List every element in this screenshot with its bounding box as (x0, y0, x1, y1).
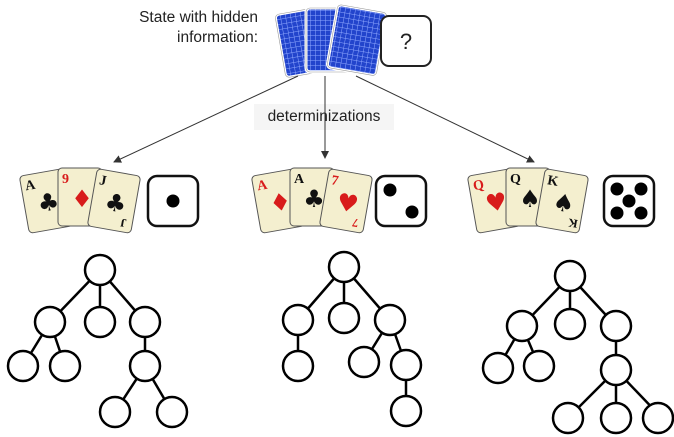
tree-node (481, 351, 515, 385)
hidden-state-label-line2: information: (177, 29, 258, 46)
tree-node (347, 345, 381, 379)
card-rank-bottom: 7 (351, 216, 359, 231)
determinizations-label: determinizations (254, 104, 394, 130)
die-pip (166, 194, 180, 208)
die-pip (622, 194, 636, 208)
card-hand: A♦AA♣A7♥7 (251, 167, 373, 234)
card-rank: 9 (62, 172, 69, 187)
tree-node (389, 394, 423, 428)
card-rank: 7 (330, 173, 339, 189)
tree-node (327, 301, 361, 335)
hidden-cards-icon (273, 3, 389, 79)
die-pip (610, 182, 624, 196)
tree-node (599, 353, 633, 387)
card-suit-icon: ♥ (335, 188, 361, 219)
tree-node (128, 349, 162, 383)
card-suit-icon: ♦ (267, 187, 293, 218)
tree-node (155, 395, 189, 429)
tree-node (281, 349, 315, 383)
card-suit-icon: ♥ (483, 187, 509, 218)
arrow-right (355, 75, 535, 163)
die-pip (383, 183, 397, 197)
die-icon (374, 174, 428, 228)
card-hand: A♣A9♦9J♣J (19, 167, 141, 234)
arrow-left (113, 75, 299, 163)
card-hands: A♣A9♦9J♣JA♦AA♣A7♥7Q♥QQ♠QK♠K (19, 167, 589, 234)
tree-node (641, 401, 674, 435)
playing-card: K♠K (535, 168, 589, 234)
tree-node (599, 401, 633, 435)
card-rank: A (256, 178, 269, 195)
card-rank-bottom: J (119, 216, 127, 231)
hidden-state-label-line1: State with hidden (139, 9, 258, 26)
card-rank: Q (510, 172, 521, 187)
tree-node (98, 395, 132, 429)
card-rank: A (24, 178, 37, 195)
card-hand: Q♥QQ♠QK♠K (467, 167, 589, 234)
tree-node (128, 305, 162, 339)
die-pip (634, 206, 648, 220)
game-tree-right (481, 259, 674, 435)
card-suit-icon: ♣ (35, 187, 61, 218)
tree-node (6, 349, 40, 383)
tree-node (48, 349, 82, 383)
card-suit-icon: ♠ (519, 185, 541, 213)
tree-node (389, 348, 423, 382)
game-tree-middle (281, 250, 423, 428)
card-rank: J (98, 173, 107, 189)
hidden-state-label: State with hidden information: (108, 8, 258, 48)
card-suit-icon: ♦ (71, 185, 93, 213)
card-suit-icon: ♣ (303, 185, 325, 213)
playing-card: J♣J (87, 168, 141, 234)
die-icon (146, 174, 200, 228)
die-pip (405, 205, 419, 219)
tree-node (373, 303, 407, 337)
tree-node (551, 401, 585, 435)
die-icon (602, 174, 656, 228)
tree-node (83, 305, 117, 339)
card-rank: Q (472, 178, 485, 195)
dice (146, 174, 656, 228)
tree-node (83, 253, 117, 287)
card-rank: A (294, 172, 305, 187)
tree-node (281, 303, 315, 337)
die-pip (634, 182, 648, 196)
tree-node (599, 309, 633, 343)
card-rank: K (546, 173, 559, 190)
tree-node (553, 259, 587, 293)
game-tree-left (6, 253, 189, 429)
tree-node (505, 309, 539, 343)
tree-node (33, 305, 67, 339)
determinization-arrows (113, 75, 535, 163)
question-box-icon: ? (380, 15, 432, 67)
die-pip (610, 206, 624, 220)
card-suit-icon: ♣ (103, 188, 129, 219)
card-suit-icon: ♠ (551, 188, 577, 219)
tree-node (327, 250, 361, 284)
unknown-symbol: ? (400, 29, 412, 54)
tree-node (553, 307, 587, 341)
playing-card: 7♥7 (319, 168, 373, 234)
tree-node (522, 349, 556, 383)
card-rank-bottom: K (567, 215, 579, 231)
